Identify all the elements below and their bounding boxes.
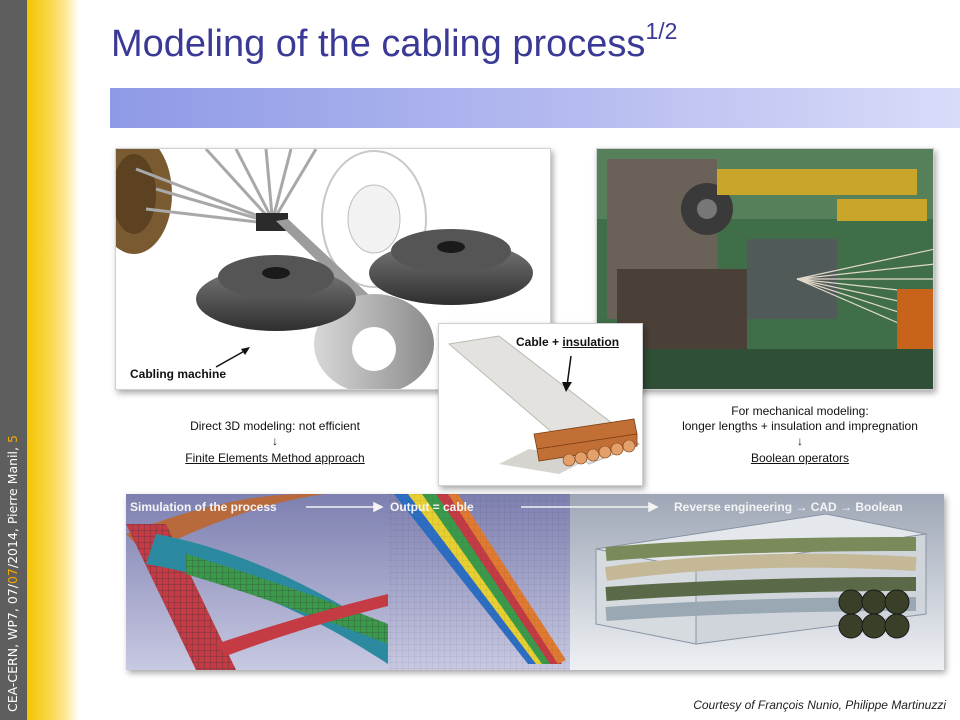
strip-label-reverse-engineering: Reverse engineering → CAD → Boolean (674, 500, 903, 514)
cabling-machine-photo (596, 148, 934, 390)
title-superscript: 1/2 (645, 18, 678, 44)
strip-label-simulation: Simulation of the process (130, 500, 277, 514)
simulation-strip (126, 494, 944, 670)
cable-insulation-render (438, 323, 643, 486)
right-caption-line2: longer lengths + insulation and impregna… (682, 419, 918, 433)
right-caption-arrow: ↓ (797, 434, 803, 448)
sidebar-yellow-band (27, 0, 79, 720)
courtesy-credit: Courtesy of François Nunio, Philippe Mar… (693, 698, 946, 712)
left-caption-arrow: ↓ (272, 434, 278, 448)
sidebar-footer-text: CEA-CERN, WP7, 07/07/2014, Pierre Manil,… (5, 435, 20, 712)
title-underline-bar (110, 88, 960, 128)
sidebar-gray-band (0, 0, 27, 720)
cabling-machine-label: Cabling machine (130, 367, 227, 381)
left-caption-fem: Finite Elements Method approach (185, 451, 365, 465)
cable-insulation-illustration (439, 324, 642, 485)
left-caption-line1: Direct 3D modeling: not efficient (190, 419, 360, 433)
page-number: 5 (5, 435, 20, 444)
right-caption-boolean: Boolean operators (750, 451, 850, 465)
machine-photo-illustration (597, 149, 933, 389)
slide-title: Modeling of the cabling process1/2 (111, 18, 678, 65)
cable-insulation-label: Cable + insulation (516, 335, 620, 349)
strip-label-output: Output = cable (390, 500, 474, 514)
simulation-strip-illustration (126, 494, 944, 670)
right-caption-line1: For mechanical modeling: (731, 404, 869, 418)
